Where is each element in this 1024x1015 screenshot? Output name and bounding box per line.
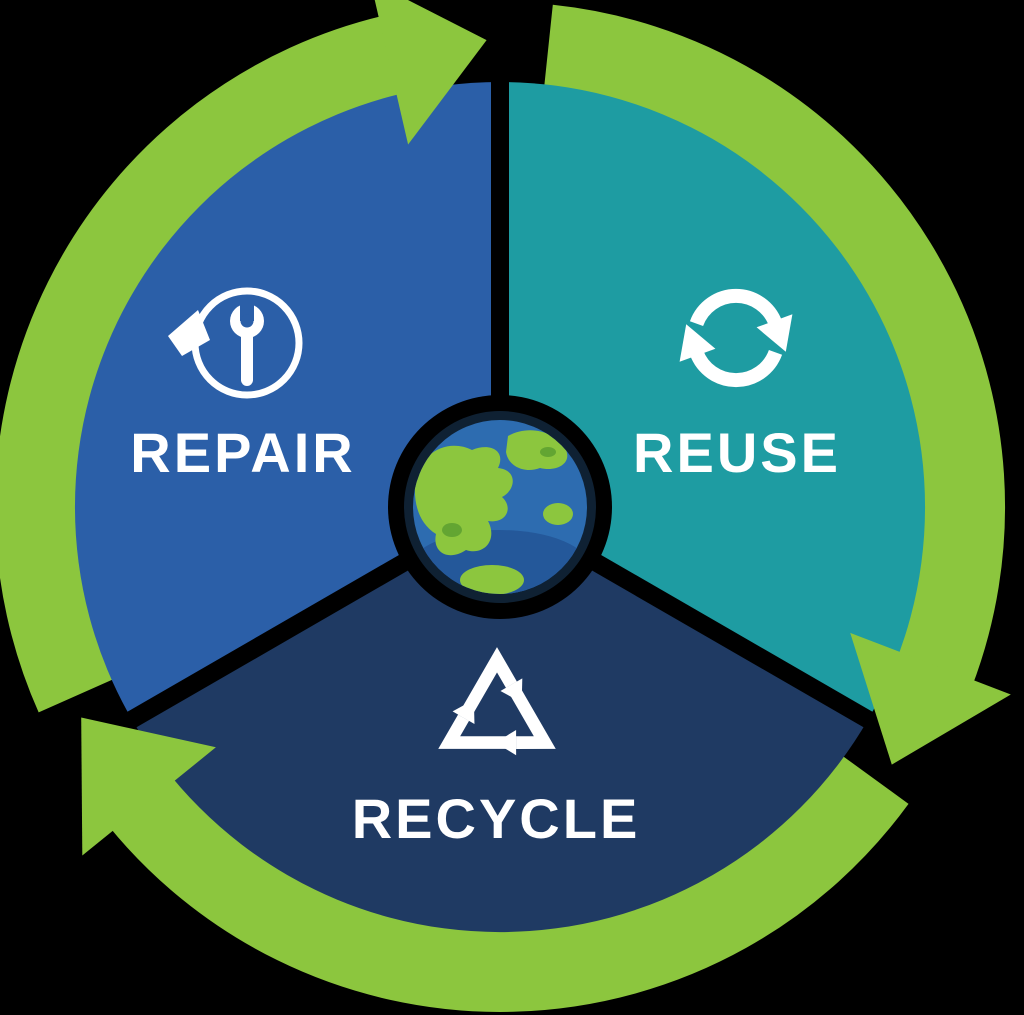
cycle-arrowhead-top-icon — [374, 0, 487, 145]
wrench-jaw-notch — [240, 296, 254, 321]
reuse-arrowhead-right — [756, 314, 793, 352]
globe-continent-left — [414, 445, 513, 556]
green-cycle-arrowheads — [81, 0, 1011, 856]
green-cycle-ring — [0, 4, 1005, 1012]
recycle-arm-3-stroke — [438, 714, 517, 749]
recycle-arm-2-stroke — [505, 681, 556, 749]
recycle-arm-3 — [438, 699, 517, 749]
recycle-arm-1-stroke — [458, 647, 517, 721]
wrench-jaw-hole — [240, 314, 254, 328]
cycle-arrowhead-left-icon — [81, 717, 216, 856]
recycle-triangle-icon — [438, 647, 556, 756]
segment-repair-label: REPAIR — [130, 421, 355, 484]
repair-pointer — [168, 310, 210, 356]
globe-land-shade-2 — [540, 447, 556, 457]
reuse-arrows-icon — [679, 288, 793, 388]
segment-labels: REPAIR REUSE RECYCLE — [130, 421, 841, 850]
cycle-arc-left — [0, 15, 408, 713]
earth-globe-icon — [388, 395, 612, 619]
wrench-repair-icon — [168, 287, 303, 399]
reuse-arc-bottom — [689, 349, 783, 388]
recycle-arm-3-arrowhead — [452, 699, 475, 725]
cycle-arrowhead-right-icon — [850, 632, 1011, 765]
globe-continent-right — [543, 503, 573, 525]
cycle-arc-right — [542, 4, 1005, 689]
reuse-arrowhead-left — [679, 324, 716, 362]
segment-recycle-label: RECYCLE — [352, 787, 641, 850]
cycle-arc-bottom — [107, 748, 909, 1012]
reuse-arc-top — [689, 288, 783, 327]
segment-reuse-label: REUSE — [633, 421, 841, 484]
globe-land-shade-1 — [442, 523, 462, 537]
globe-continent-bottom — [460, 565, 524, 594]
globe-continent-top-right — [506, 430, 568, 471]
wrench-handle — [241, 330, 253, 386]
